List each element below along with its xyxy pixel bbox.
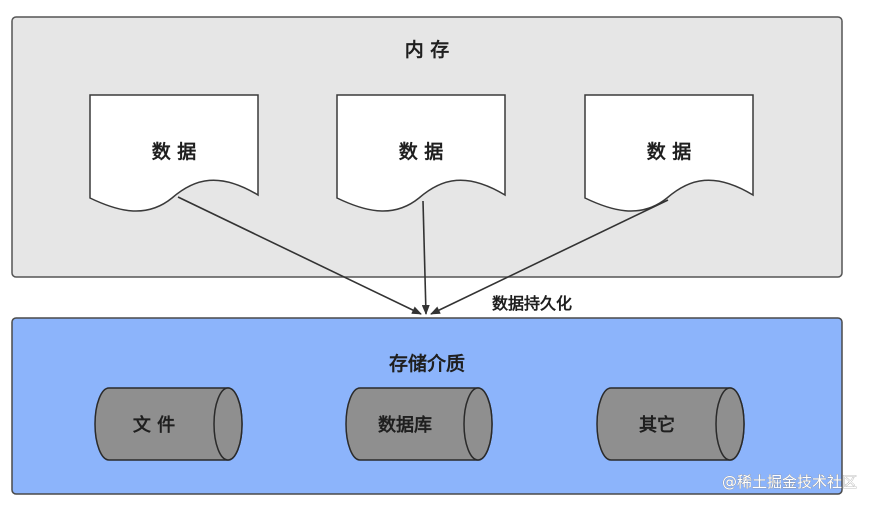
document-shape-2: 数 据 <box>336 94 506 212</box>
document-shape-1: 数 据 <box>89 94 259 212</box>
memory-title: 内 存 <box>405 38 450 61</box>
storage-title: 存储介质 <box>389 352 465 375</box>
cylinder-label-file: 文 件 <box>133 414 175 436</box>
document-shape-3: 数 据 <box>584 94 754 212</box>
persistence-label: 数据持久化 <box>492 294 572 313</box>
cylinder-database: 数据库 <box>345 387 493 461</box>
document-label-2: 数 据 <box>399 140 444 163</box>
arrow-3 <box>430 199 669 315</box>
document-label-3: 数 据 <box>647 140 692 163</box>
persistence-arrows <box>177 196 669 315</box>
arrow-2 <box>421 200 430 315</box>
cylinder-label-other: 其它 <box>639 414 675 436</box>
watermark: @稀土掘金技术社区 <box>722 473 857 491</box>
cylinder-file: 文 件 <box>94 387 243 461</box>
cylinder-label-database: 数据库 <box>378 414 432 436</box>
arrow-1 <box>177 196 422 315</box>
cylinder-other: 其它 <box>596 387 745 461</box>
document-label-1: 数 据 <box>152 140 197 163</box>
